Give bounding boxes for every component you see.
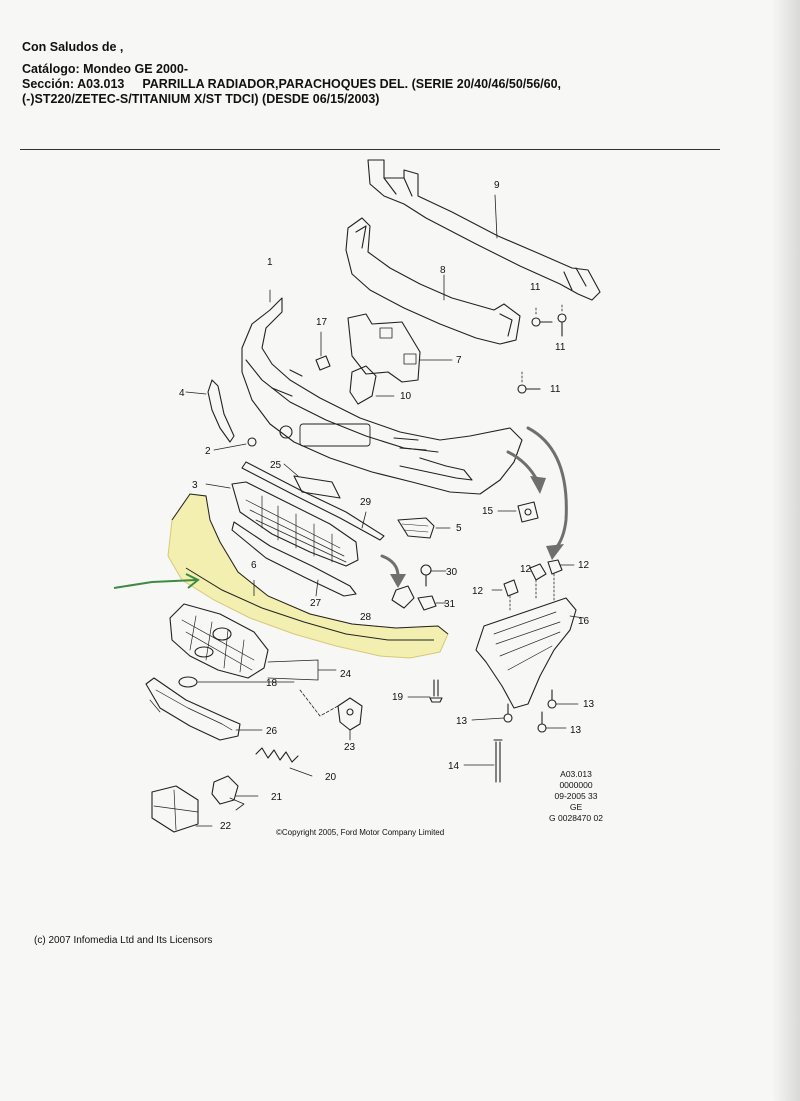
callout-label: 15 bbox=[482, 506, 494, 517]
assembly-arrowheads bbox=[390, 476, 564, 588]
greeting: Con Saludos de , bbox=[22, 40, 124, 54]
part-27-strip bbox=[231, 521, 357, 597]
callout-label: 11 bbox=[530, 282, 541, 293]
diagram-copyright: ©Copyright 2005, Ford Motor Company Limi… bbox=[276, 828, 445, 837]
callout-label: 4 bbox=[179, 388, 185, 399]
part-23-bracket bbox=[299, 689, 363, 741]
callout-label: 18 bbox=[266, 678, 278, 689]
part-11-bolts bbox=[517, 304, 567, 394]
callout-label: 26 bbox=[266, 726, 278, 737]
part-14-bolt bbox=[463, 739, 503, 783]
page-footer: (c) 2007 Infomedia Ltd and Its Licensors bbox=[34, 935, 213, 946]
callout-label: 8 bbox=[440, 265, 446, 276]
callout-label: 11 bbox=[550, 384, 561, 395]
part-17-clip bbox=[315, 331, 331, 371]
part-8-bumper-beam bbox=[345, 217, 521, 345]
callout-label: 25 bbox=[270, 460, 282, 471]
callout-label: 6 bbox=[251, 560, 257, 571]
part-22-plate bbox=[151, 785, 213, 833]
callout-label: 13 bbox=[570, 725, 582, 736]
section-title-continued: (-)ST220/ZETEC-S/TITANIUM X/ST TDCI) (DE… bbox=[22, 92, 380, 106]
callout-label: 1 bbox=[267, 257, 273, 268]
callout-label: 30 bbox=[446, 567, 458, 578]
part-29-strip bbox=[241, 461, 385, 541]
callout-label: 12 bbox=[472, 586, 484, 597]
ref-line: A03.013 bbox=[560, 769, 592, 779]
callout-label: 21 bbox=[271, 792, 283, 803]
part-2-clip bbox=[213, 437, 257, 451]
section-title: PARRILLA RADIADOR,PARACHOQUES DEL. (SERI… bbox=[142, 77, 561, 91]
section-line: Sección: A03.013 PARRILLA RADIADOR,PARACH… bbox=[22, 77, 561, 91]
part-13-screws bbox=[471, 689, 579, 733]
part-24-radiator-grille bbox=[169, 603, 337, 681]
callout-label: 23 bbox=[344, 742, 356, 753]
callout-label: 28 bbox=[360, 612, 372, 623]
callout-label: 29 bbox=[360, 497, 372, 508]
ref-line: 09-2005 33 bbox=[554, 791, 598, 801]
callout-label: 2 bbox=[205, 446, 211, 457]
part-26-grille-surround bbox=[145, 677, 263, 741]
callout-labels: 9 8 1 11 11 11 17 7 10 4 2 25 3 29 5 15 … bbox=[179, 180, 595, 832]
ref-line: G 0028470 02 bbox=[549, 813, 603, 823]
part-30-screw bbox=[420, 564, 447, 587]
callout-label: 14 bbox=[448, 761, 460, 772]
callout-label: 9 bbox=[494, 180, 500, 191]
callout-label: 17 bbox=[316, 317, 328, 328]
part-28-clip bbox=[391, 585, 415, 609]
section-code: Sección: A03.013 bbox=[22, 77, 125, 91]
header-divider bbox=[20, 149, 720, 150]
part-3-lower-grille bbox=[205, 481, 359, 567]
callout-label: 13 bbox=[583, 699, 595, 710]
part-18-badges bbox=[178, 646, 295, 688]
callout-label: 19 bbox=[392, 692, 404, 703]
callout-label: 12 bbox=[578, 560, 590, 571]
marker-arrow bbox=[113, 573, 200, 589]
callout-label: 10 bbox=[400, 391, 412, 402]
ref-line: GE bbox=[569, 802, 583, 812]
page-edge-shadow bbox=[772, 0, 800, 1101]
part-7-bracket bbox=[347, 313, 453, 383]
part-12-clips bbox=[491, 559, 575, 613]
callout-label: 13 bbox=[456, 716, 468, 727]
callout-label: 22 bbox=[220, 821, 232, 832]
callout-label: 20 bbox=[325, 772, 337, 783]
callout-label: 27 bbox=[310, 598, 322, 609]
callout-label: 31 bbox=[444, 599, 456, 610]
callout-label: 24 bbox=[340, 669, 352, 680]
callout-label: 5 bbox=[456, 523, 462, 534]
part-1-bumper-cover bbox=[241, 289, 523, 495]
callout-label: 11 bbox=[555, 342, 566, 353]
part-16-deflector bbox=[475, 597, 585, 709]
part-6-lower-spoiler-highlighted bbox=[167, 493, 449, 659]
part-5-fog-lamp-bezel bbox=[397, 517, 451, 539]
diagram-reference-block: A03.013 0000000 09-2005 33 GE G 0028470 … bbox=[536, 769, 616, 824]
callout-label: 16 bbox=[578, 616, 590, 627]
catalog-title: Catálogo: Mondeo GE 2000- bbox=[22, 62, 188, 76]
ref-line: 0000000 bbox=[559, 780, 593, 790]
part-21-pin bbox=[211, 775, 259, 811]
part-31-clip bbox=[417, 595, 447, 611]
callout-label: 3 bbox=[192, 480, 198, 491]
assembly-arrows bbox=[380, 426, 568, 578]
part-9-upper-bracket bbox=[367, 159, 601, 301]
part-4-side-moulding bbox=[185, 379, 235, 443]
part-15-nut bbox=[497, 501, 539, 523]
part-20-spring bbox=[255, 747, 313, 777]
part-10-bracket bbox=[349, 365, 395, 405]
callout-label: 12 bbox=[520, 564, 532, 575]
part-25-plate bbox=[283, 463, 341, 499]
part-19-bolt bbox=[407, 679, 443, 703]
callout-label: 7 bbox=[456, 355, 462, 366]
